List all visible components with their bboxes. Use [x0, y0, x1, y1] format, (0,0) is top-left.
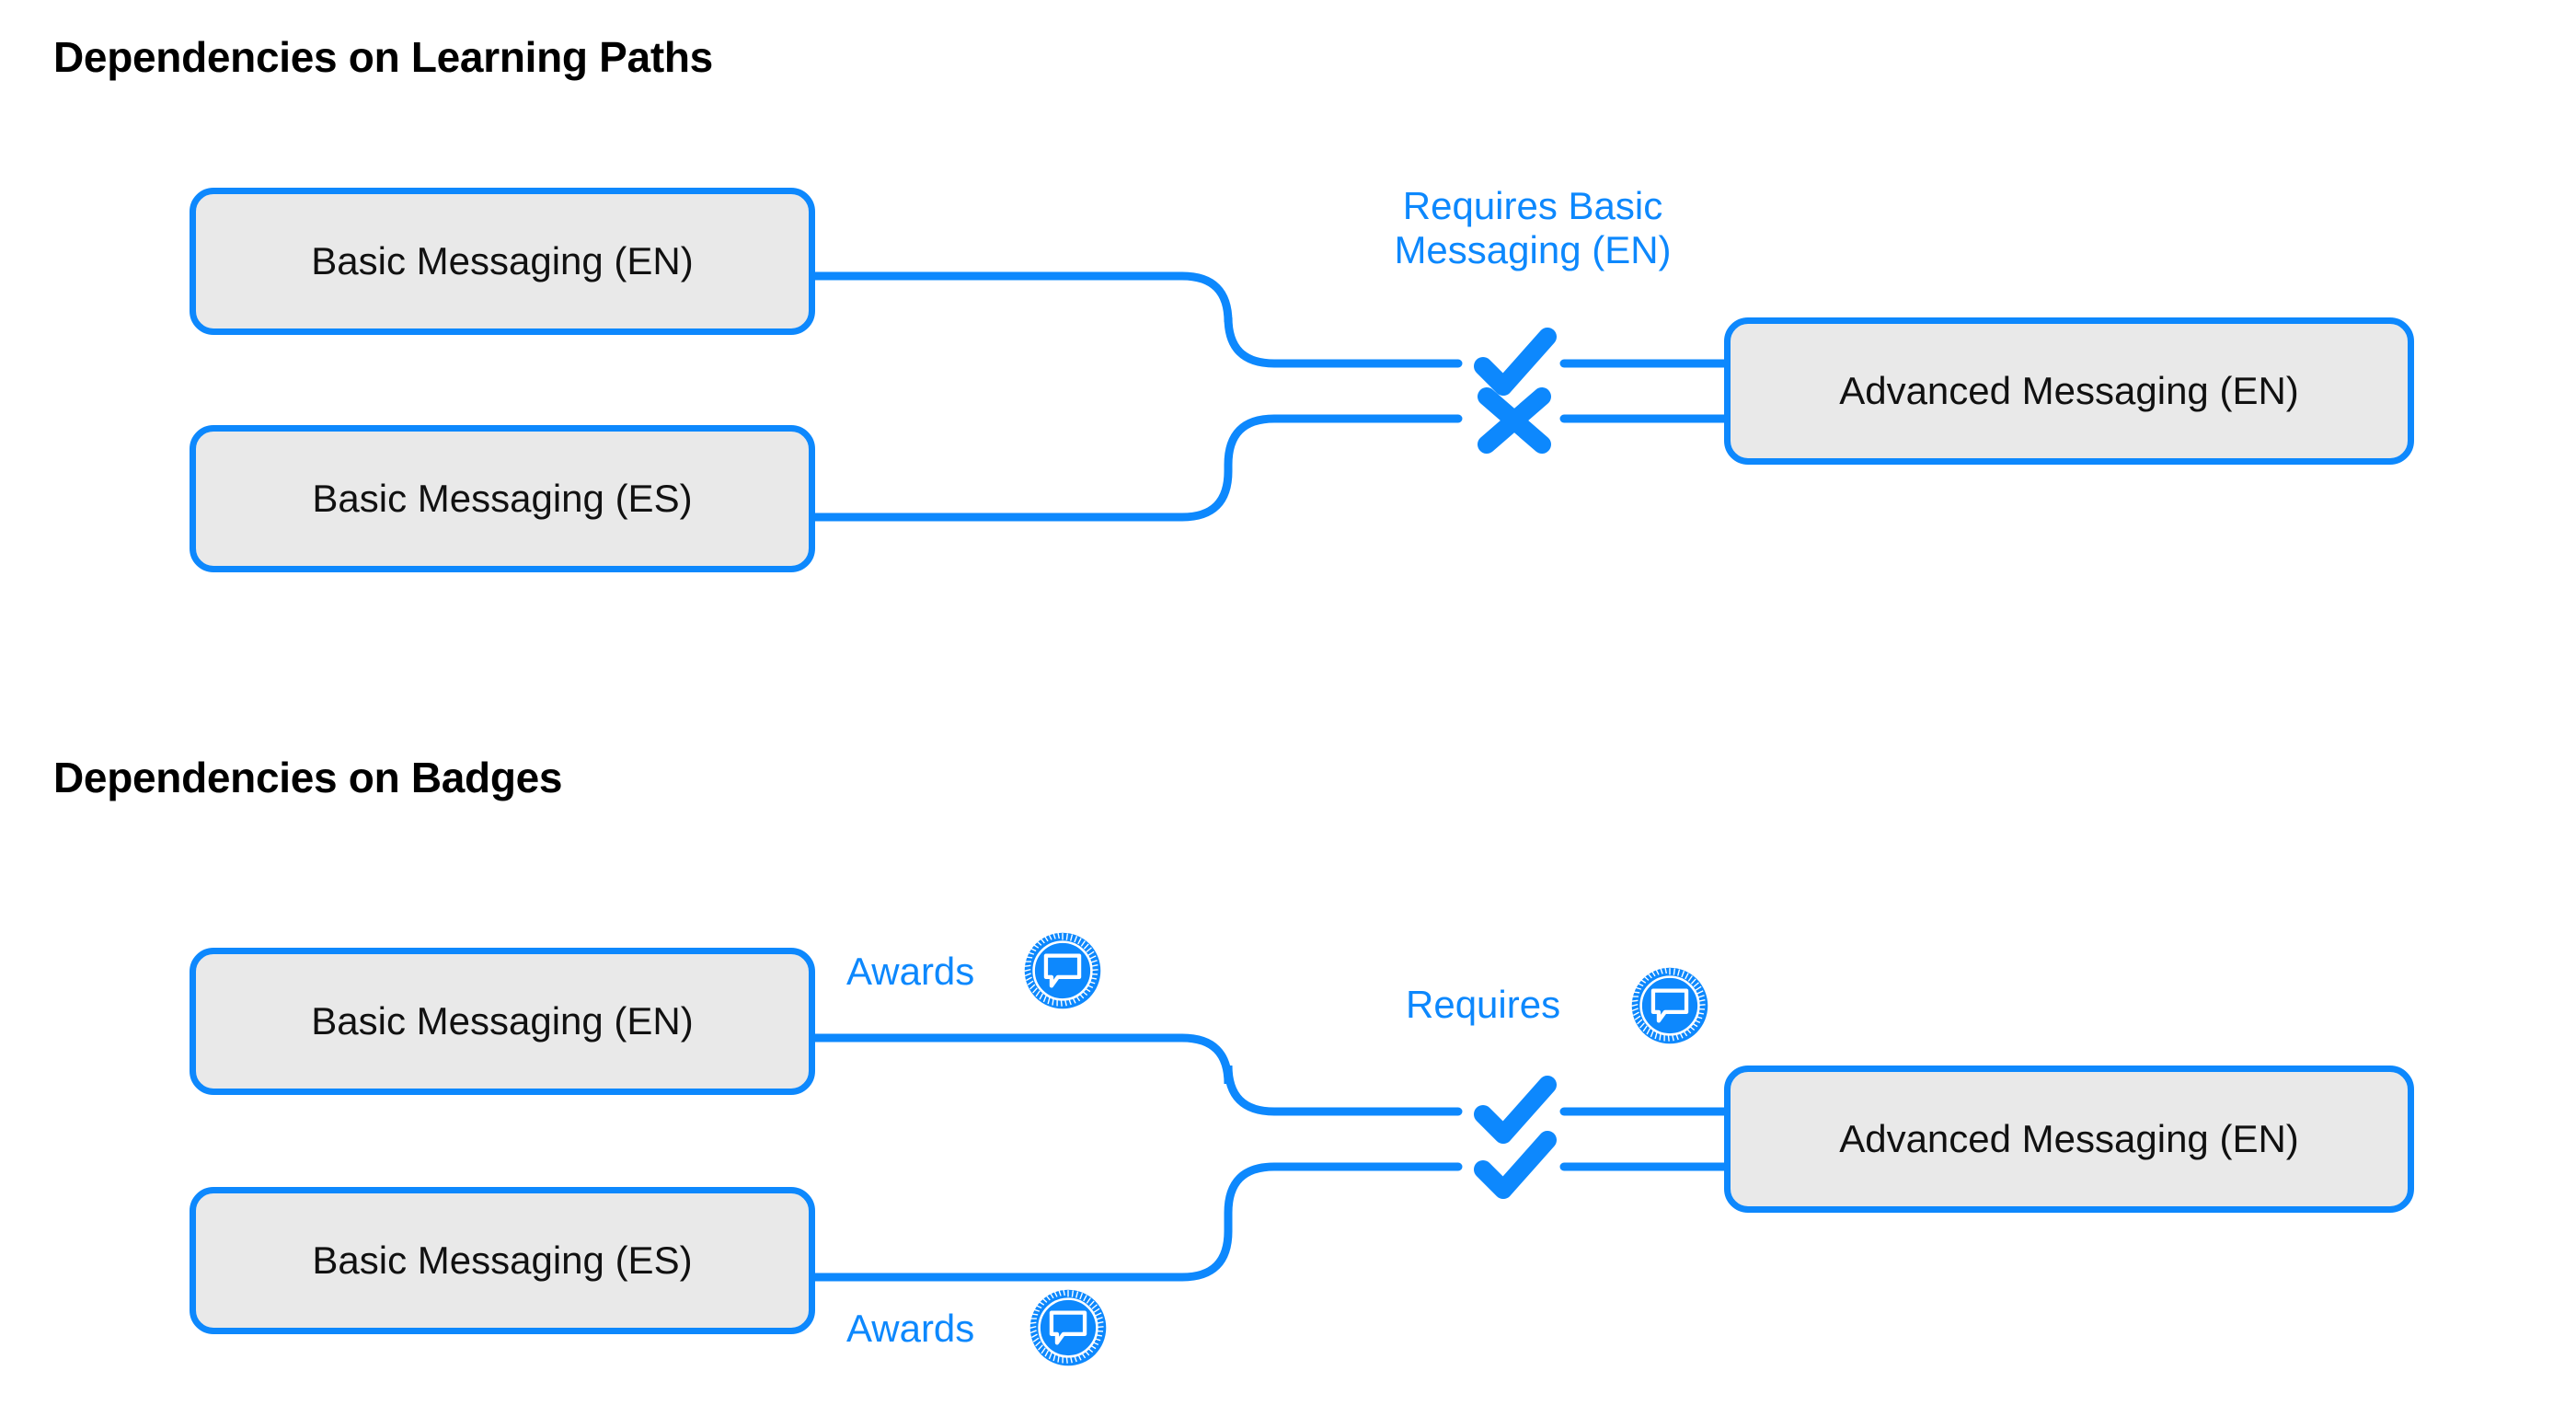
node-basic-messaging-en-paths[interactable]: Basic Messaging (EN) [190, 188, 815, 335]
node-basic-messaging-es-paths[interactable]: Basic Messaging (ES) [190, 425, 815, 572]
edge-label-requires: Requires [1406, 983, 1561, 1026]
check-icon [1474, 1076, 1557, 1144]
section-title-badges: Dependencies on Badges [53, 754, 563, 801]
node-label: Advanced Messaging (EN) [1839, 1117, 2299, 1160]
node-label: Basic Messaging (EN) [311, 239, 694, 282]
node-advanced-messaging-en-badges[interactable]: Advanced Messaging (EN) [1724, 1066, 2414, 1213]
edge-label-line2: Messaging (EN) [1394, 227, 1672, 271]
section-title-learning-paths: Dependencies on Learning Paths [53, 33, 713, 81]
edge-label-line1: Requires Basic [1402, 184, 1663, 227]
node-basic-messaging-es-badges[interactable]: Basic Messaging (ES) [190, 1187, 815, 1334]
messaging-badge-icon [1631, 967, 1708, 1044]
node-label: Basic Messaging (ES) [312, 477, 693, 520]
node-basic-messaging-en-badges[interactable]: Basic Messaging (EN) [190, 948, 815, 1095]
messaging-badge-icon [1024, 932, 1101, 1009]
node-label: Basic Messaging (EN) [311, 999, 694, 1043]
node-label: Basic Messaging (ES) [312, 1238, 693, 1282]
edge-label-awards-top: Awards [846, 950, 975, 993]
check-icon [1474, 328, 1557, 396]
cross-icon [1478, 387, 1551, 454]
edge-label-awards-bottom: Awards [846, 1307, 975, 1350]
edge-label-requires-basic-messaging: Requires Basic Messaging (EN) [1349, 184, 1717, 272]
check-icon [1474, 1131, 1557, 1199]
messaging-badge-icon [1029, 1289, 1107, 1366]
node-advanced-messaging-en-paths[interactable]: Advanced Messaging (EN) [1724, 317, 2414, 465]
node-label: Advanced Messaging (EN) [1839, 369, 2299, 412]
